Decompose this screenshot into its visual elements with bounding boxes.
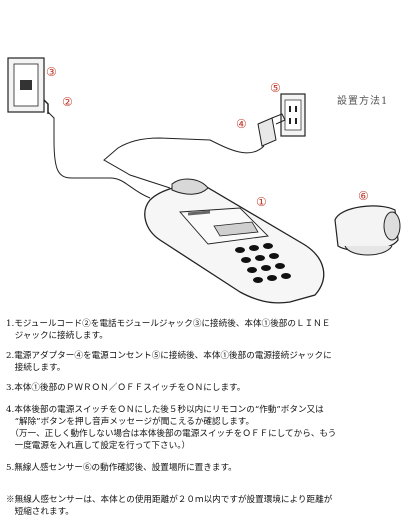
note: ※無線人感センサーは、本体との使用距離が２０ｍ以内ですが設置環境により距離が 短… (6, 495, 333, 517)
modular-cord (47, 111, 151, 199)
callout-4: ④ (236, 117, 247, 131)
step-3: 3.本体①後部のＰＷＲＯＮ／ＯＦＦスイッチをＯＮにします。 (6, 383, 246, 393)
adapter-cord (103, 137, 265, 189)
installation-illustration: ③ ② ⑤ ④ ① ⑥ (7, 57, 401, 304)
callout-5: ⑤ (270, 81, 281, 95)
callout-3: ③ (46, 65, 57, 79)
phone-jack-illustration (7, 57, 49, 114)
callout-6: ⑥ (358, 189, 369, 203)
step-4: 4.本体後部の電源スイッチをＯＮにした後５秒以内にリモコンの“作動”ボタン又は … (6, 405, 337, 451)
page-title: 設置方法1 (337, 96, 389, 107)
main-unit-illustration (144, 178, 325, 304)
callout-2: ② (62, 95, 73, 109)
motion-sensor-illustration (334, 205, 401, 256)
callout-1: ① (256, 195, 267, 209)
power-outlet-illustration (280, 93, 306, 137)
step-2: 2.電源アダプター④を電源コンセント⑤に接続後、本体①後部の電源接続ジャックに … (6, 351, 332, 373)
step-1: 1.モジュールコード②を電話モジュールジャック③に接続後、本体①後部のＬＩＮＥ … (6, 319, 331, 341)
step-5: 5.無線人感センサー⑥の動作確認後、設置場所に置きます。 (6, 463, 237, 473)
power-adapter-illustration (257, 113, 286, 147)
